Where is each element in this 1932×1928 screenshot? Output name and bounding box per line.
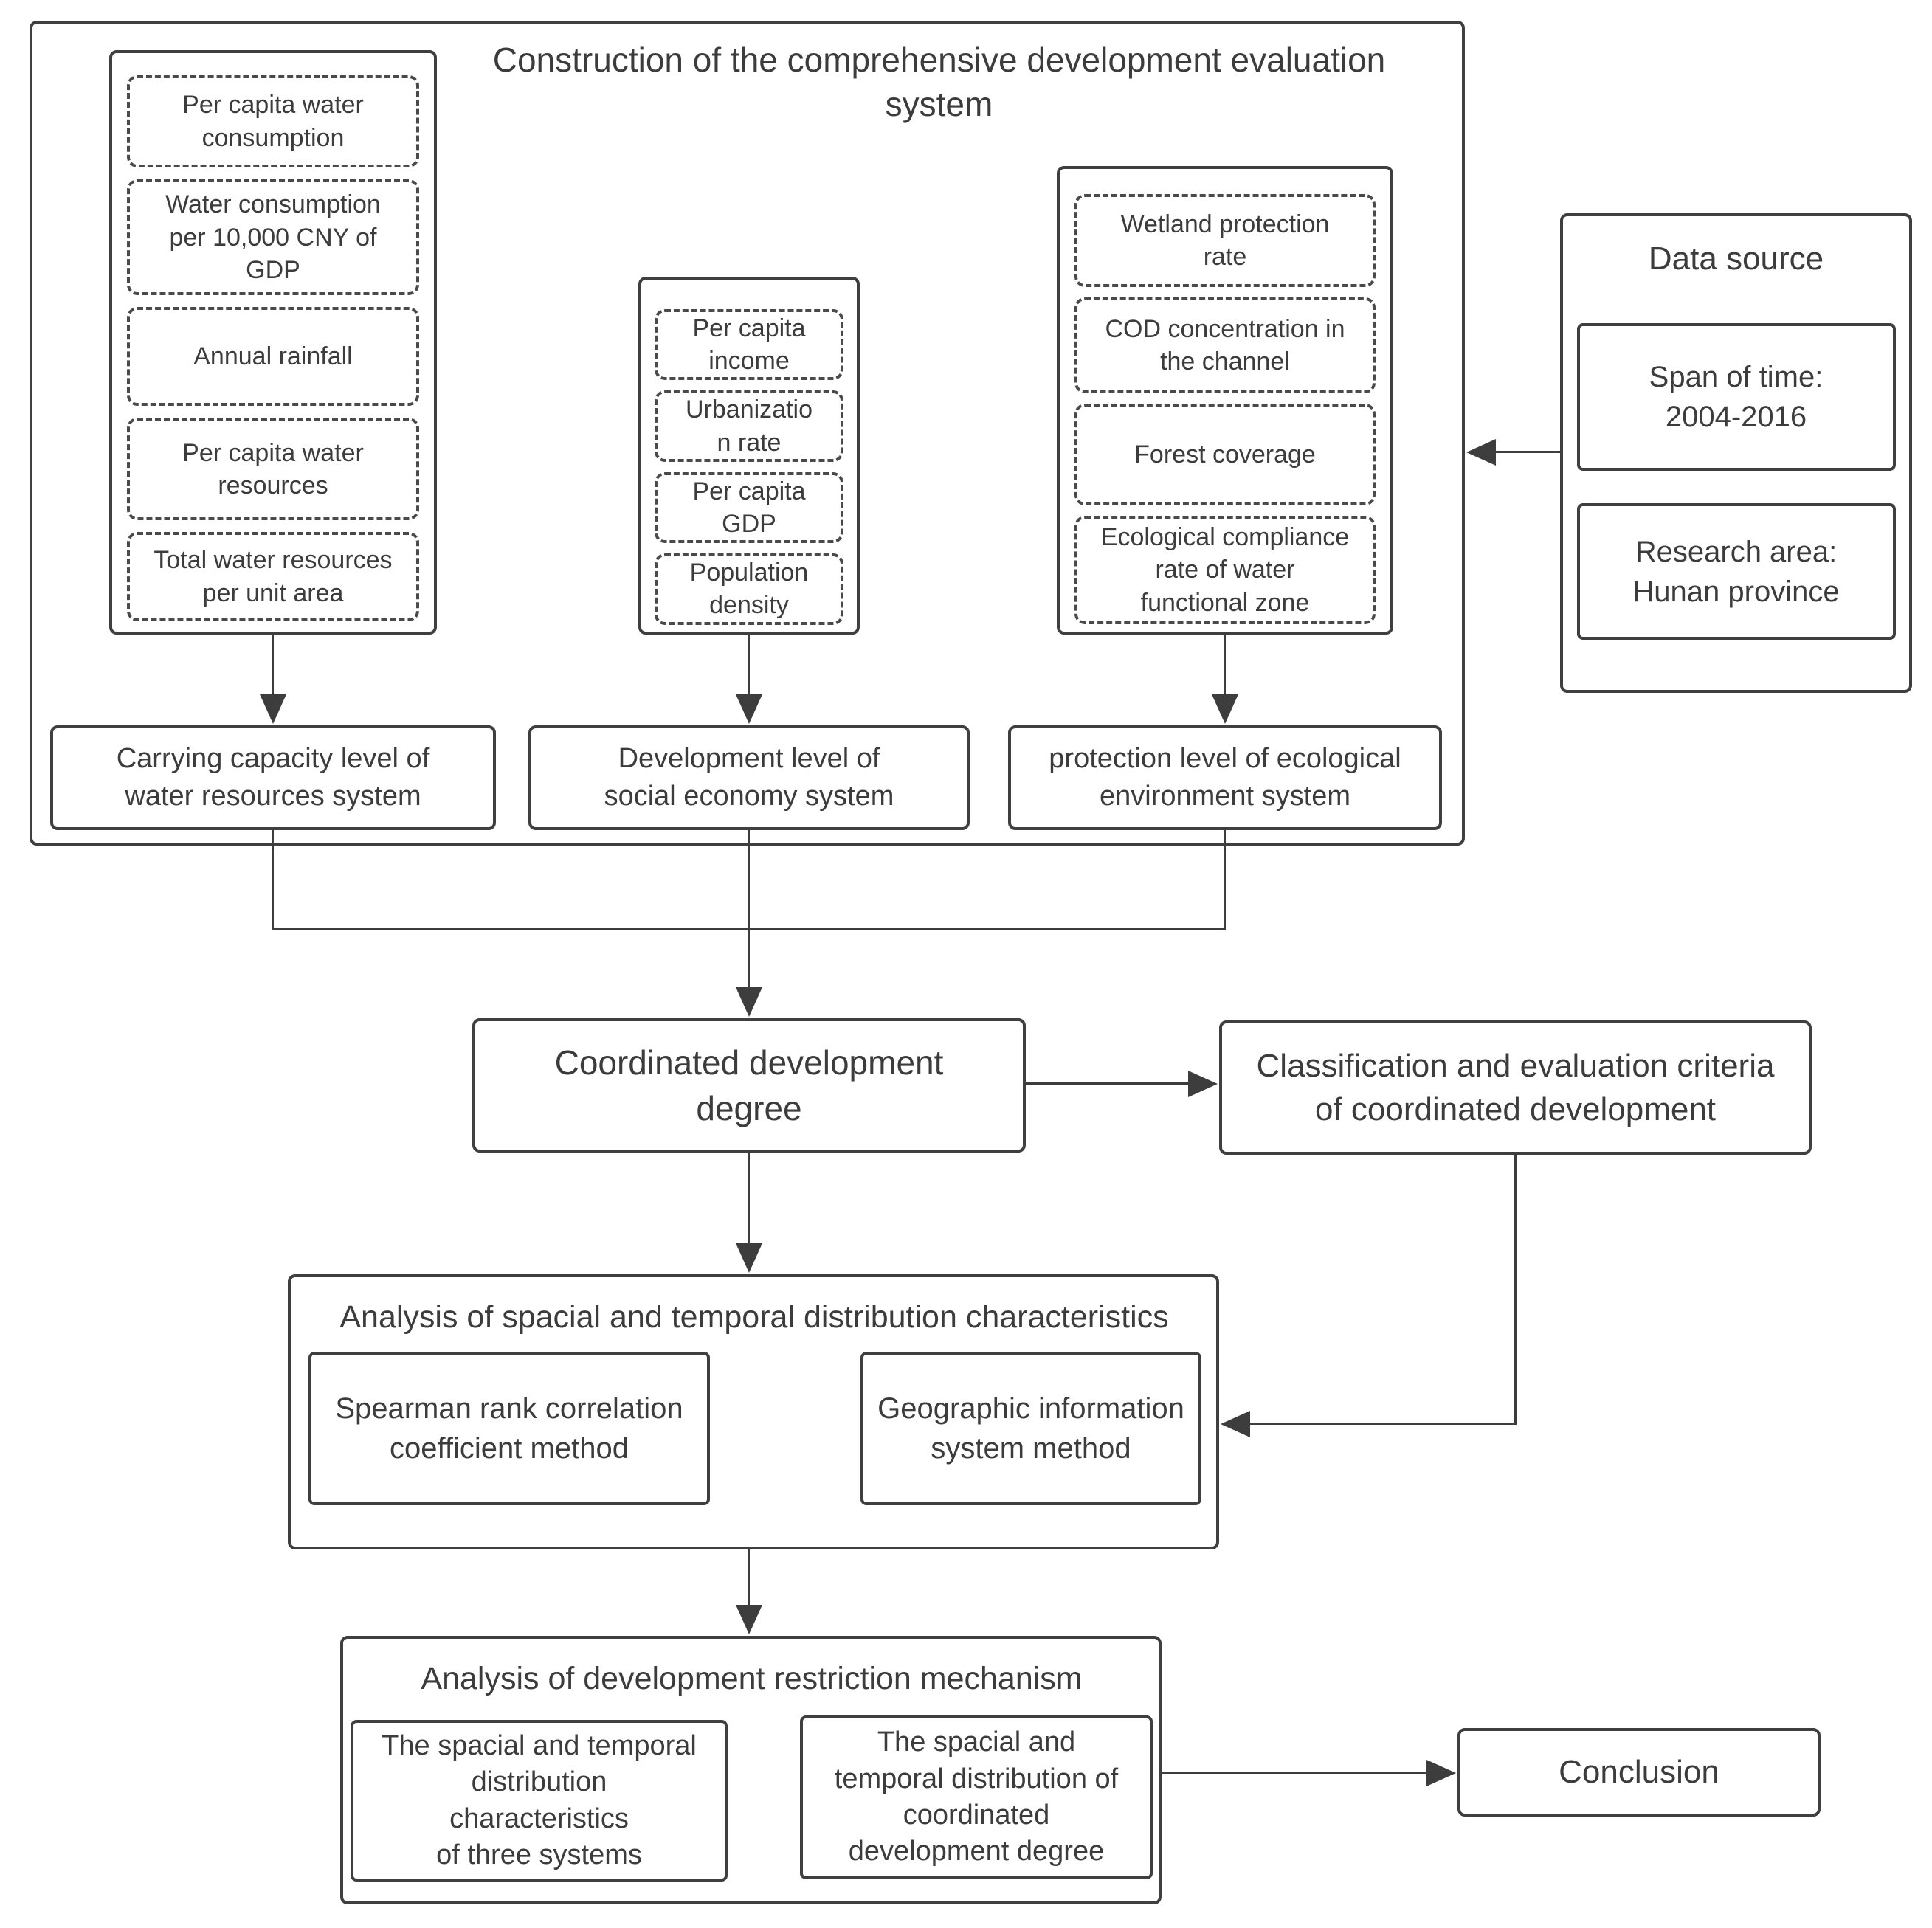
arrowhead-to-coordinated-degree	[736, 987, 762, 1017]
indicator-wetland-protection-rate: Wetland protection rate	[1074, 194, 1376, 288]
connector-degree-to-analysis	[748, 1153, 750, 1246]
data-source-research-area-box: Research area: Hunan province	[1576, 503, 1896, 640]
arrowhead-to-conclusion	[1426, 1760, 1456, 1786]
indicator-per-capita-gdp: Per capita GDP	[655, 471, 843, 544]
indicator-annual-rainfall: Annual rainfall	[127, 307, 419, 407]
data-source-span-of-time-box: Span of time: 2004-2016	[1576, 323, 1896, 471]
data-source-box: Data source Span of time: 2004-2016 Rese…	[1560, 213, 1912, 693]
arrowhead-classification-to-analysis	[1221, 1411, 1250, 1437]
classification-box: Classification and evaluation criteria o…	[1219, 1020, 1812, 1155]
arrowhead-economy-to-level	[736, 694, 762, 724]
indicator-group-ecology: Wetland protection rate COD concentratio…	[1057, 166, 1393, 635]
construction-title: Construction of the comprehensive develo…	[492, 41, 1386, 123]
level-box-ecology: protection level of ecological environme…	[1008, 725, 1442, 830]
level-box-economy: Development level of social economy syst…	[528, 725, 970, 830]
connector-restriction-to-conclusion	[1162, 1772, 1429, 1774]
indicator-forest-coverage: Forest coverage	[1074, 404, 1376, 506]
connector-classification-horizontal	[1247, 1423, 1517, 1425]
indicator-per-capita-water-resources: Per capita water resources	[127, 418, 419, 521]
indicator-total-water-resources-per-unit-area: Total water resources per unit area	[127, 532, 419, 621]
restriction-item-coordinated-degree-box: The spacial and temporal distribution of…	[800, 1715, 1153, 1879]
data-source-title: Data source	[1648, 241, 1824, 277]
distribution-analysis-title: Analysis of spacial and temporal distrib…	[339, 1299, 1169, 1335]
indicator-water-consumption-per-gdp: Water consumption per 10,000 CNY of GDP	[127, 179, 419, 296]
restriction-analysis-title: Analysis of development restriction mech…	[421, 1661, 1083, 1696]
connector-degree-to-classification	[1026, 1082, 1191, 1085]
indicator-group-water: Per capita water consumption Water consu…	[109, 50, 437, 635]
indicator-cod-concentration: COD concentration in the channel	[1074, 297, 1376, 394]
arrowhead-ecology-to-level	[1212, 694, 1238, 724]
indicator-per-capita-income: Per capita income	[655, 309, 843, 381]
indicator-ecological-compliance-rate: Ecological compliance rate of water func…	[1074, 516, 1376, 624]
indicator-population-density: Population density	[655, 553, 843, 625]
restriction-item-three-systems-box: The spacial and temporal distribution ch…	[351, 1720, 728, 1882]
indicator-group-economy: Per capita income Urbanizatio n rate Per…	[638, 277, 860, 635]
arrowhead-data-source	[1466, 439, 1496, 466]
arrowhead-water-to-level	[260, 694, 286, 724]
indicator-per-capita-water-consumption: Per capita water consumption	[127, 75, 419, 168]
connector-data-source	[1493, 451, 1560, 453]
merge-right-vertical	[1224, 830, 1226, 930]
indicator-urbanization-rate: Urbanizatio n rate	[655, 390, 843, 462]
merge-left-vertical	[272, 830, 274, 930]
arrowhead-to-restriction	[736, 1605, 762, 1634]
merge-center-vertical	[748, 830, 750, 990]
level-box-water: Carrying capacity level of water resourc…	[50, 725, 496, 830]
arrowhead-to-classification	[1188, 1071, 1218, 1097]
connector-ecology-to-level	[1224, 635, 1226, 698]
connector-analysis-to-restriction	[748, 1549, 750, 1608]
conclusion-box: Conclusion	[1457, 1728, 1821, 1817]
connector-economy-to-level	[748, 635, 750, 698]
coordinated-degree-box: Coordinated development degree	[472, 1018, 1026, 1153]
connector-classification-vertical	[1514, 1155, 1517, 1425]
arrowhead-to-analysis	[736, 1243, 762, 1273]
spearman-method-box: Spearman rank correlation coefficient me…	[308, 1352, 710, 1505]
connector-water-to-level	[272, 635, 274, 698]
gis-method-box: Geographic information system method	[860, 1352, 1201, 1505]
